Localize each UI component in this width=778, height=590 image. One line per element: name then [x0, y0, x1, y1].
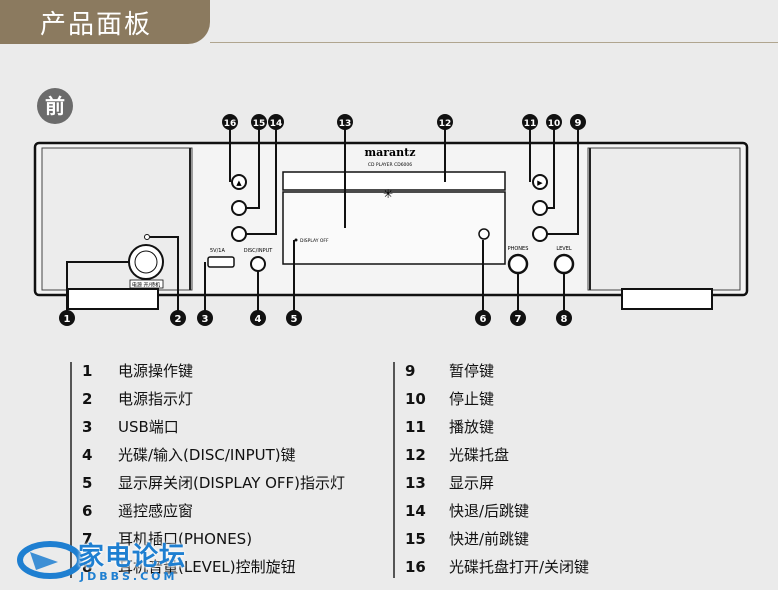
header-tab [0, 0, 210, 44]
legend-divider-left [70, 362, 72, 578]
svg-text:10: 10 [548, 119, 561, 129]
svg-text:9: 9 [575, 118, 582, 129]
svg-text:▲: ▲ [236, 179, 242, 187]
right-side-panel [587, 147, 741, 291]
stop-button-shape [532, 200, 548, 216]
model-label: CD PLAYER CD6006 [368, 162, 412, 168]
svg-text:▶: ▶ [537, 179, 543, 187]
callout-3: 3 [197, 310, 213, 326]
callout-8: 8 [556, 310, 572, 326]
disc-input-label: DISC/INPUT [244, 248, 274, 254]
callout-15: 15 [251, 114, 267, 130]
callout-4: 4 [250, 310, 266, 326]
callout-11: 11 [522, 114, 538, 130]
watermark-logo-icon [17, 541, 83, 579]
page-title: 产品面板 [40, 10, 153, 40]
svg-text:13: 13 [339, 119, 352, 129]
right-foot [621, 288, 713, 310]
header-rule [210, 42, 778, 43]
level-knob-shape [553, 253, 575, 275]
callout-9: 9 [570, 114, 586, 130]
phones-label: PHONES [508, 246, 529, 252]
brand-logo: marantz [364, 146, 415, 159]
rewind-button-shape [231, 226, 247, 242]
svg-text:3: 3 [202, 314, 209, 325]
front-panel-diagram: marantz CD PLAYER CD6006 ✳ 电源 开/待机 5V/1A… [33, 114, 749, 326]
svg-text:12: 12 [439, 119, 452, 129]
left-side-panel [41, 147, 193, 291]
svg-text:11: 11 [524, 119, 537, 129]
callout-12: 12 [437, 114, 453, 130]
callout-10: 10 [546, 114, 562, 130]
disc-sensor-star-icon: ✳ [383, 187, 393, 201]
display-off-label: DISPLAY OFF [300, 238, 329, 244]
callout-13: 13 [337, 114, 353, 130]
svg-text:16: 16 [224, 119, 237, 129]
svg-text:5: 5 [291, 314, 298, 325]
svg-text:14: 14 [270, 119, 283, 129]
power-label: 电源 开/待机 [132, 282, 160, 289]
svg-text:2: 2 [175, 314, 182, 325]
pause-button-shape [532, 226, 548, 242]
callout-2: 2 [170, 310, 186, 326]
watermark-subtext: JDBBS.COM [80, 570, 178, 583]
disc-tray [282, 171, 506, 191]
watermark-text: 家电论坛 [78, 542, 187, 572]
front-badge: 前 [37, 88, 73, 124]
remote-sensor [478, 228, 490, 240]
callout-16: 16 [222, 114, 238, 130]
legend-divider-right [393, 362, 395, 578]
forward-button-shape [231, 200, 247, 216]
callout-7: 7 [510, 310, 526, 326]
svg-text:15: 15 [253, 119, 266, 129]
power-indicator-shape [144, 234, 150, 240]
callout-14: 14 [268, 114, 284, 130]
callout-1: 1 [59, 310, 75, 326]
disc-input-button-shape [250, 256, 266, 272]
phones-jack-shape [507, 253, 529, 275]
svg-text:7: 7 [515, 314, 522, 325]
svg-text:8: 8 [561, 314, 568, 325]
svg-text:4: 4 [255, 314, 262, 325]
play-button-shape [532, 174, 548, 190]
usb-label: 5V/1A [210, 248, 225, 254]
level-label: LEVEL [556, 246, 572, 252]
usb-port-shape [207, 256, 235, 268]
left-foot [67, 288, 159, 310]
callout-6: 6 [475, 310, 491, 326]
display-window [282, 191, 506, 265]
tray-open-button-shape [231, 174, 247, 190]
callout-5: 5 [286, 310, 302, 326]
svg-text:1: 1 [64, 314, 71, 325]
svg-text:6: 6 [480, 314, 487, 325]
